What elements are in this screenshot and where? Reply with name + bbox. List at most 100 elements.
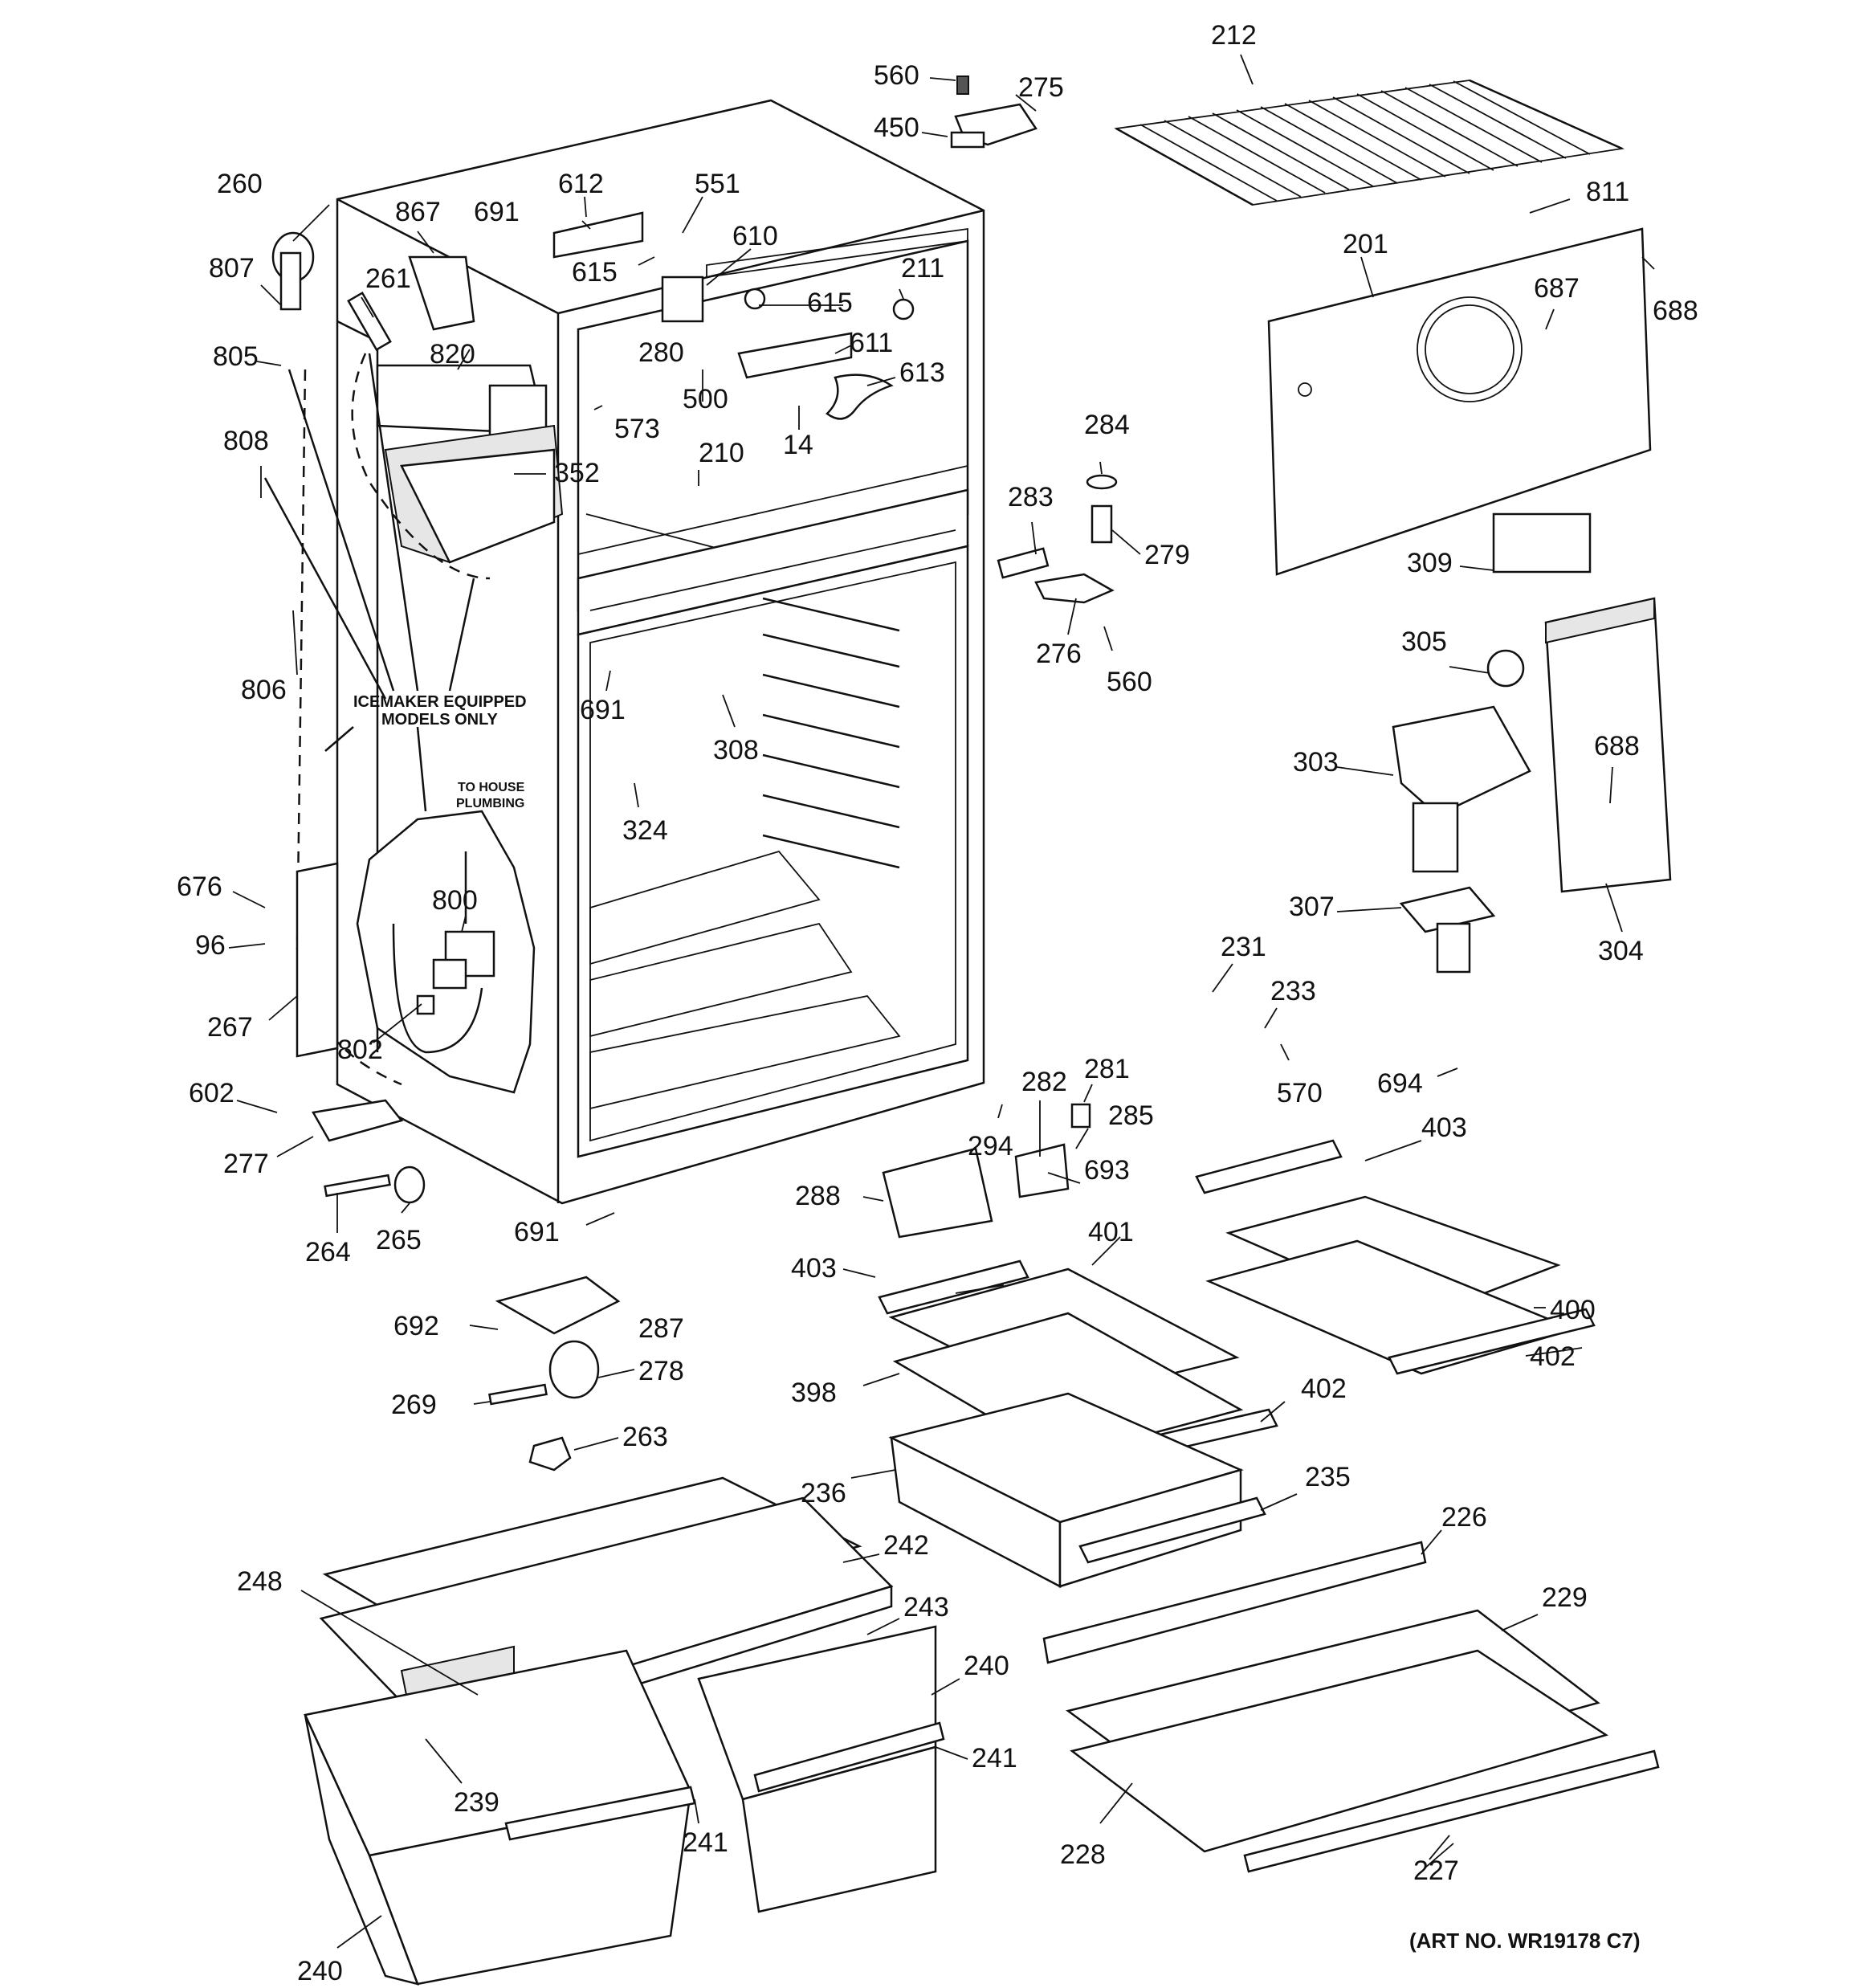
glass-shelves xyxy=(878,1139,1596,1472)
callout-610: 610 xyxy=(732,221,778,251)
callout-283: 283 xyxy=(1008,482,1054,512)
leader-lines xyxy=(228,54,1655,1949)
callout-304: 304 xyxy=(1598,936,1644,966)
callout-294: 294 xyxy=(968,1131,1013,1161)
callout-802: 802 xyxy=(337,1035,383,1065)
callout-688: 688 xyxy=(1653,296,1698,326)
lower-shelf-229 xyxy=(1042,1541,1660,1873)
callout-285: 285 xyxy=(1108,1100,1154,1131)
callout-288: 288 xyxy=(795,1181,841,1211)
callout-239: 239 xyxy=(454,1787,499,1818)
callout-403b: 403 xyxy=(791,1253,837,1284)
callout-811: 811 xyxy=(1586,177,1629,207)
callout-240b: 240 xyxy=(297,1956,343,1986)
callout-96: 96 xyxy=(195,930,226,961)
callout-807: 807 xyxy=(209,253,255,284)
callout-261: 261 xyxy=(365,263,411,294)
callout-688b: 688 xyxy=(1594,731,1640,761)
callout-309: 309 xyxy=(1407,548,1453,578)
callout-693: 693 xyxy=(1084,1155,1130,1186)
callout-226: 226 xyxy=(1441,1502,1487,1533)
callout-500: 500 xyxy=(683,384,728,414)
callout-242: 242 xyxy=(883,1530,929,1561)
callout-613: 613 xyxy=(899,357,945,388)
callout-305: 305 xyxy=(1401,627,1447,657)
plumbing-note-line2: PLUMBING xyxy=(456,797,524,810)
callout-806: 806 xyxy=(241,675,287,705)
callout-694: 694 xyxy=(1377,1068,1423,1099)
callout-800: 800 xyxy=(432,885,478,916)
callout-808: 808 xyxy=(223,426,269,456)
callout-611: 611 xyxy=(850,328,893,358)
callout-691c: 691 xyxy=(514,1217,560,1247)
callout-450: 450 xyxy=(874,112,919,143)
callout-212: 212 xyxy=(1211,20,1257,51)
callout-281: 281 xyxy=(1084,1054,1130,1084)
callout-573: 573 xyxy=(614,414,660,444)
callout-201: 201 xyxy=(1343,229,1388,259)
water-valve-inset xyxy=(356,810,536,1094)
fan-and-motor xyxy=(552,211,915,420)
callout-820: 820 xyxy=(430,339,475,369)
callout-277: 277 xyxy=(223,1149,269,1179)
callout-228: 228 xyxy=(1060,1839,1106,1870)
callout-551: 551 xyxy=(695,169,740,199)
callout-287: 287 xyxy=(638,1313,684,1344)
callout-210: 210 xyxy=(699,438,744,468)
callout-276: 276 xyxy=(1036,639,1082,669)
callout-602: 602 xyxy=(189,1078,234,1108)
callout-235: 235 xyxy=(1305,1462,1351,1492)
callout-248: 248 xyxy=(237,1566,283,1597)
callout-241b: 241 xyxy=(683,1827,728,1858)
callout-263: 263 xyxy=(622,1422,668,1452)
callout-691b: 691 xyxy=(580,695,626,725)
callout-243: 243 xyxy=(903,1592,949,1623)
callout-231: 231 xyxy=(1221,932,1266,962)
icemaker-note-line2: MODELS ONLY xyxy=(381,711,498,729)
callout-264: 264 xyxy=(305,1237,351,1268)
callout-692: 692 xyxy=(393,1311,439,1341)
callout-615b: 615 xyxy=(807,288,853,318)
callout-267: 267 xyxy=(207,1012,253,1043)
callout-241: 241 xyxy=(972,1743,1017,1774)
callout-560: 560 xyxy=(874,60,919,91)
callout-260: 260 xyxy=(217,169,263,199)
callout-labels: 560 275 450 212 811 201 688 687 260 867 … xyxy=(177,20,1698,1986)
callout-687: 687 xyxy=(1534,273,1580,304)
callout-284: 284 xyxy=(1084,410,1130,440)
callout-303: 303 xyxy=(1293,747,1339,778)
callout-324: 324 xyxy=(622,815,668,846)
freezer-shelf-wire xyxy=(1114,79,1625,206)
callout-307: 307 xyxy=(1289,892,1335,922)
callout-279: 279 xyxy=(1144,540,1190,570)
callout-676: 676 xyxy=(177,872,222,902)
callout-233: 233 xyxy=(1270,976,1316,1006)
callout-278: 278 xyxy=(638,1356,684,1386)
lower-front-parts xyxy=(296,862,1091,1472)
callout-269: 269 xyxy=(391,1390,437,1420)
callout-398: 398 xyxy=(791,1378,837,1408)
callout-402: 402 xyxy=(1530,1341,1576,1372)
meat-pans-240 xyxy=(304,1625,945,1986)
callout-805: 805 xyxy=(213,341,259,372)
hinge-center xyxy=(997,474,1118,604)
plumbing-note-line1: TO HOUSE xyxy=(458,781,525,794)
evaporator-cover xyxy=(1267,227,1652,576)
callout-265: 265 xyxy=(376,1225,422,1255)
shelf-rails xyxy=(762,597,900,869)
hinge-top xyxy=(950,76,1037,149)
callout-402b: 402 xyxy=(1301,1374,1347,1404)
callout-401: 401 xyxy=(1088,1217,1134,1247)
air-duct-304 xyxy=(1392,597,1672,974)
callout-240: 240 xyxy=(964,1651,1009,1681)
callout-229: 229 xyxy=(1542,1582,1588,1613)
callout-280: 280 xyxy=(638,337,684,368)
callout-400: 400 xyxy=(1550,1295,1596,1325)
icemaker-note-arrows xyxy=(263,353,475,812)
callout-275: 275 xyxy=(1018,72,1064,103)
crisper-drawer-236 xyxy=(888,1392,1266,1589)
callout-352: 352 xyxy=(554,458,600,488)
callout-403: 403 xyxy=(1421,1112,1467,1143)
callout-615: 615 xyxy=(572,257,618,288)
